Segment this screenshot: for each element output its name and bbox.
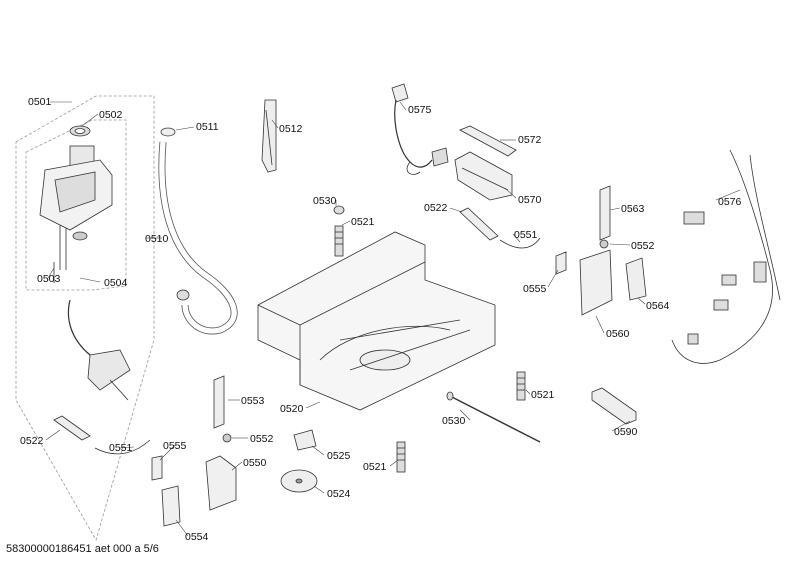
drain-hose-0510	[158, 127, 238, 335]
part-label: 0563	[621, 203, 645, 215]
part-label: 0522	[20, 435, 44, 447]
base-frame-0520	[257, 231, 496, 411]
part-label: 0576	[718, 196, 742, 208]
part-label: 0525	[327, 450, 351, 462]
foot-screw-0521-c	[396, 441, 406, 473]
rod-0530	[446, 391, 541, 443]
part-0590	[591, 387, 637, 425]
inlet-valve-assembly	[39, 125, 113, 283]
part-label: 0501	[28, 96, 52, 108]
document-footer: 58300000186451 aet 000 a 5/6	[6, 543, 159, 555]
part-label: 0512	[279, 123, 303, 135]
part-label: 0521	[351, 216, 375, 228]
part-label: 0511	[196, 121, 219, 133]
part-label: 0510	[145, 233, 169, 245]
assembly-0501-outline	[15, 95, 155, 542]
part-label: 0575	[408, 104, 432, 116]
part-label: 0502	[99, 109, 123, 121]
cable-0551-a	[499, 237, 541, 249]
part-label: 0524	[327, 488, 351, 500]
parts-0525-0524	[280, 429, 318, 493]
hinge-assembly-right	[555, 185, 647, 316]
part-label: 0503	[37, 273, 61, 285]
part-0512	[261, 99, 277, 173]
leader-lines	[45, 101, 741, 537]
foot-screw-0521-a	[333, 205, 345, 257]
part-label: 0521	[363, 461, 387, 473]
part-label: 0555	[523, 283, 547, 295]
part-label: 0564	[646, 300, 670, 312]
part-label: 0520	[280, 403, 304, 415]
part-label: 0555	[163, 440, 187, 452]
part-label: 0560	[606, 328, 630, 340]
lower-left-parts	[53, 415, 181, 527]
part-label: 0553	[241, 395, 265, 407]
part-label: 0522	[424, 202, 448, 214]
wiring-harness-0576	[671, 149, 781, 364]
part-label: 0554	[185, 531, 209, 543]
part-label: 0530	[313, 195, 337, 207]
part-label: 0552	[250, 433, 274, 445]
hinge-assembly-left	[205, 375, 237, 511]
foot-screw-0521-b	[516, 371, 526, 401]
part-label: 0530	[442, 415, 466, 427]
part-label: 0572	[518, 134, 542, 146]
part-label: 0551	[109, 442, 133, 454]
part-label: 0521	[531, 389, 555, 401]
parts-0572-0570	[454, 125, 517, 201]
part-0522-a	[459, 207, 499, 241]
part-label: 0550	[243, 457, 267, 469]
mains-cable-0575	[391, 83, 449, 175]
inlet-hose-0504	[67, 299, 131, 401]
part-label: 0552	[631, 240, 655, 252]
part-label: 0551	[514, 229, 538, 241]
part-label: 0570	[518, 194, 542, 206]
part-label: 0504	[104, 277, 128, 289]
part-label: 0590	[614, 426, 638, 438]
